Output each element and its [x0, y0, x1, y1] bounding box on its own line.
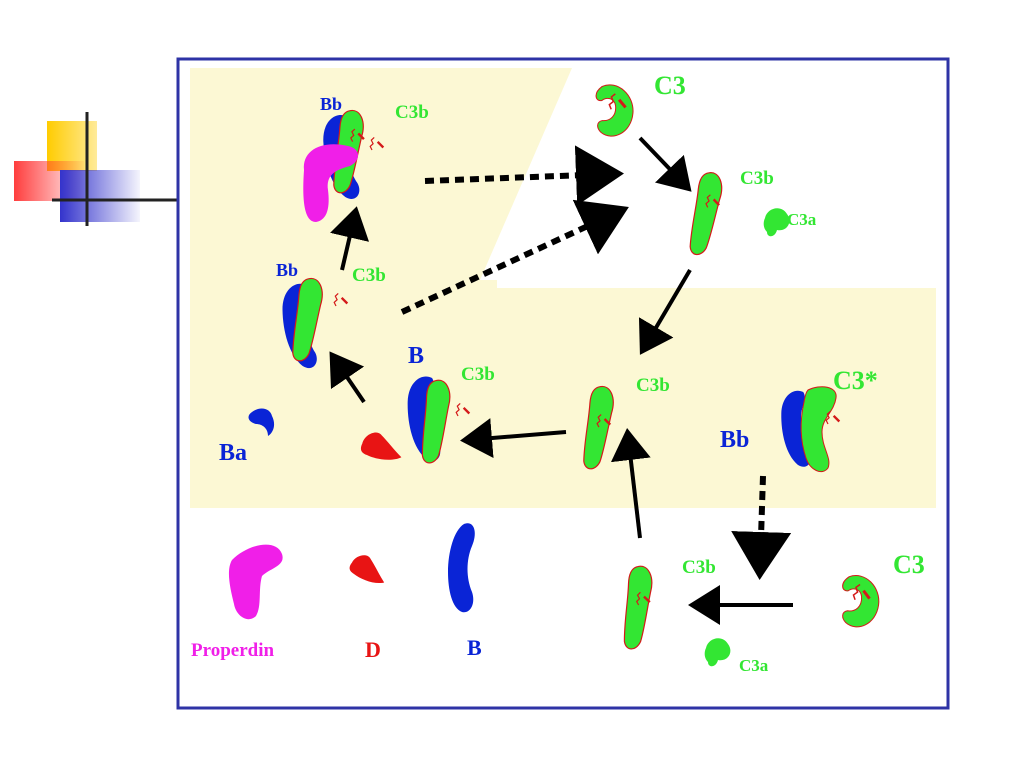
dotted-arrow-properdin-to-c3b — [424, 145, 624, 206]
dotted-arrow-c3star-to-bottom — [731, 475, 792, 580]
label-c3b-properdin-complex: C3b — [395, 102, 429, 123]
legend-label-d: D — [365, 637, 381, 662]
label-bb-middle: Bb — [276, 260, 299, 280]
deco-blue-square — [60, 170, 140, 222]
label-c3b-bottom: C3b — [682, 557, 716, 578]
legend-b-molecule — [448, 523, 475, 613]
legend-label-b: B — [467, 635, 482, 660]
c3b-bb-properdin-complex — [303, 108, 387, 222]
highlight-zone-right — [497, 288, 936, 508]
arrow-b-complex-to-bb — [329, 351, 366, 404]
label-c3a-top: C3a — [787, 210, 817, 229]
highlight-zone-left — [190, 280, 497, 508]
ba-fragment — [248, 408, 275, 436]
dotted-arrow-bb-to-c3b — [400, 199, 629, 315]
c3star-bb-complex — [779, 386, 843, 473]
label-b-complex: B — [408, 343, 425, 369]
highlight-zone-top — [190, 68, 572, 280]
label-bb-properdin-complex: Bb — [320, 94, 343, 114]
decorative-squares — [14, 112, 180, 226]
label-c3-star: C3* — [833, 366, 878, 395]
arrow-bb-to-properdin — [330, 206, 370, 271]
label-c3b-center: C3b — [636, 375, 670, 396]
label-c3-top: C3 — [654, 71, 686, 100]
label-c3b-b-complex: C3b — [461, 364, 495, 385]
label-ba: Ba — [219, 440, 248, 466]
arrow-c3b-to-center — [638, 268, 692, 355]
arrow-center-to-b-complex — [460, 418, 567, 458]
properdin-in-complex — [303, 144, 359, 222]
label-bb-right: Bb — [720, 427, 750, 453]
label-c3b-top: C3b — [740, 168, 774, 189]
label-c3b-middle: C3b — [352, 265, 386, 286]
arrow-c3-to-c3b — [638, 136, 692, 192]
label-c3-bottom: C3 — [893, 550, 925, 579]
arrow-bottom-to-center — [610, 428, 651, 539]
legend-label-properdin: Properdin — [191, 640, 275, 661]
label-c3a-bottom: C3a — [739, 656, 769, 675]
c3star-molecule — [800, 386, 837, 473]
legend-properdin-molecule — [228, 544, 283, 620]
